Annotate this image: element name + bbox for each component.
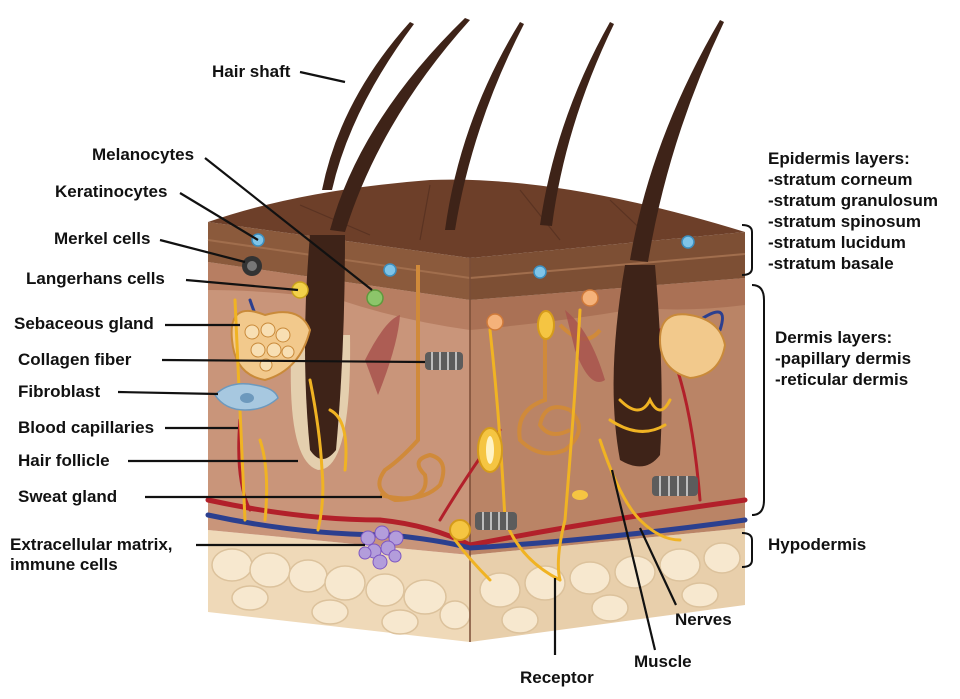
dermis-layer: -papillary dermis <box>775 349 912 368</box>
label-muscle: Muscle <box>634 652 692 671</box>
label-ecm-line1: Extracellular matrix, <box>10 535 173 554</box>
dermis-layer: -reticular dermis <box>775 370 909 389</box>
label-ecm-line2: immune cells <box>10 555 118 574</box>
artery <box>205 497 748 548</box>
hair-follicle-right <box>613 265 662 467</box>
epidermis-layer: -stratum corneum <box>768 170 913 189</box>
label-fibroblast: Fibroblast <box>18 382 101 401</box>
epidermis-layer: -stratum spinosum <box>768 212 922 231</box>
epidermis-layer: -stratum lucidum <box>768 233 906 252</box>
label-keratinocytes: Keratinocytes <box>55 182 168 201</box>
epidermal-cells <box>242 233 695 331</box>
hypodermis-label: Hypodermis <box>768 535 867 554</box>
skin-block <box>207 179 746 642</box>
label-collagen-fiber: Collagen fiber <box>18 350 132 369</box>
receptors <box>449 310 588 541</box>
dermis-layers-label: Dermis layers: -papillary dermis -reticu… <box>775 327 911 390</box>
fibroblast-cell <box>214 383 279 411</box>
label-nerves: Nerves <box>675 610 732 629</box>
sebaceous-glands <box>230 310 727 382</box>
dermis-title: Dermis layers: <box>775 328 893 347</box>
label-extracellular-matrix: Extracellular matrix, immune cells <box>10 535 173 575</box>
collagen-fibers <box>425 352 698 530</box>
epidermis-layers-label: Epidermis layers: -stratum corneum -stra… <box>768 148 938 274</box>
label-receptor: Receptor <box>520 668 594 687</box>
vein <box>205 512 748 551</box>
hypodermis-bracket <box>741 532 753 568</box>
dermis-bracket <box>751 284 765 516</box>
epidermis-layer: -stratum granulosum <box>768 191 939 210</box>
label-merkel-cells: Merkel cells <box>54 229 151 248</box>
immune-cells <box>358 525 404 570</box>
label-hair-follicle: Hair follicle <box>18 451 110 470</box>
hair-shafts <box>322 18 724 262</box>
label-hair-shaft: Hair shaft <box>212 62 291 81</box>
label-melanocytes: Melanocytes <box>92 145 195 164</box>
label-langerhans-cells: Langerhans cells <box>26 269 165 288</box>
epidermis-bracket <box>741 224 753 276</box>
layer-brackets <box>741 224 765 568</box>
epidermis-title: Epidermis layers: <box>768 149 910 168</box>
label-sebaceous-gland: Sebaceous gland <box>14 314 154 333</box>
epidermis-layer: -stratum basale <box>768 254 894 273</box>
label-sweat-gland: Sweat gland <box>18 487 118 506</box>
label-blood-capillaries: Blood capillaries <box>18 418 155 437</box>
arrector-muscles <box>365 310 605 395</box>
leader-lines <box>117 70 677 655</box>
